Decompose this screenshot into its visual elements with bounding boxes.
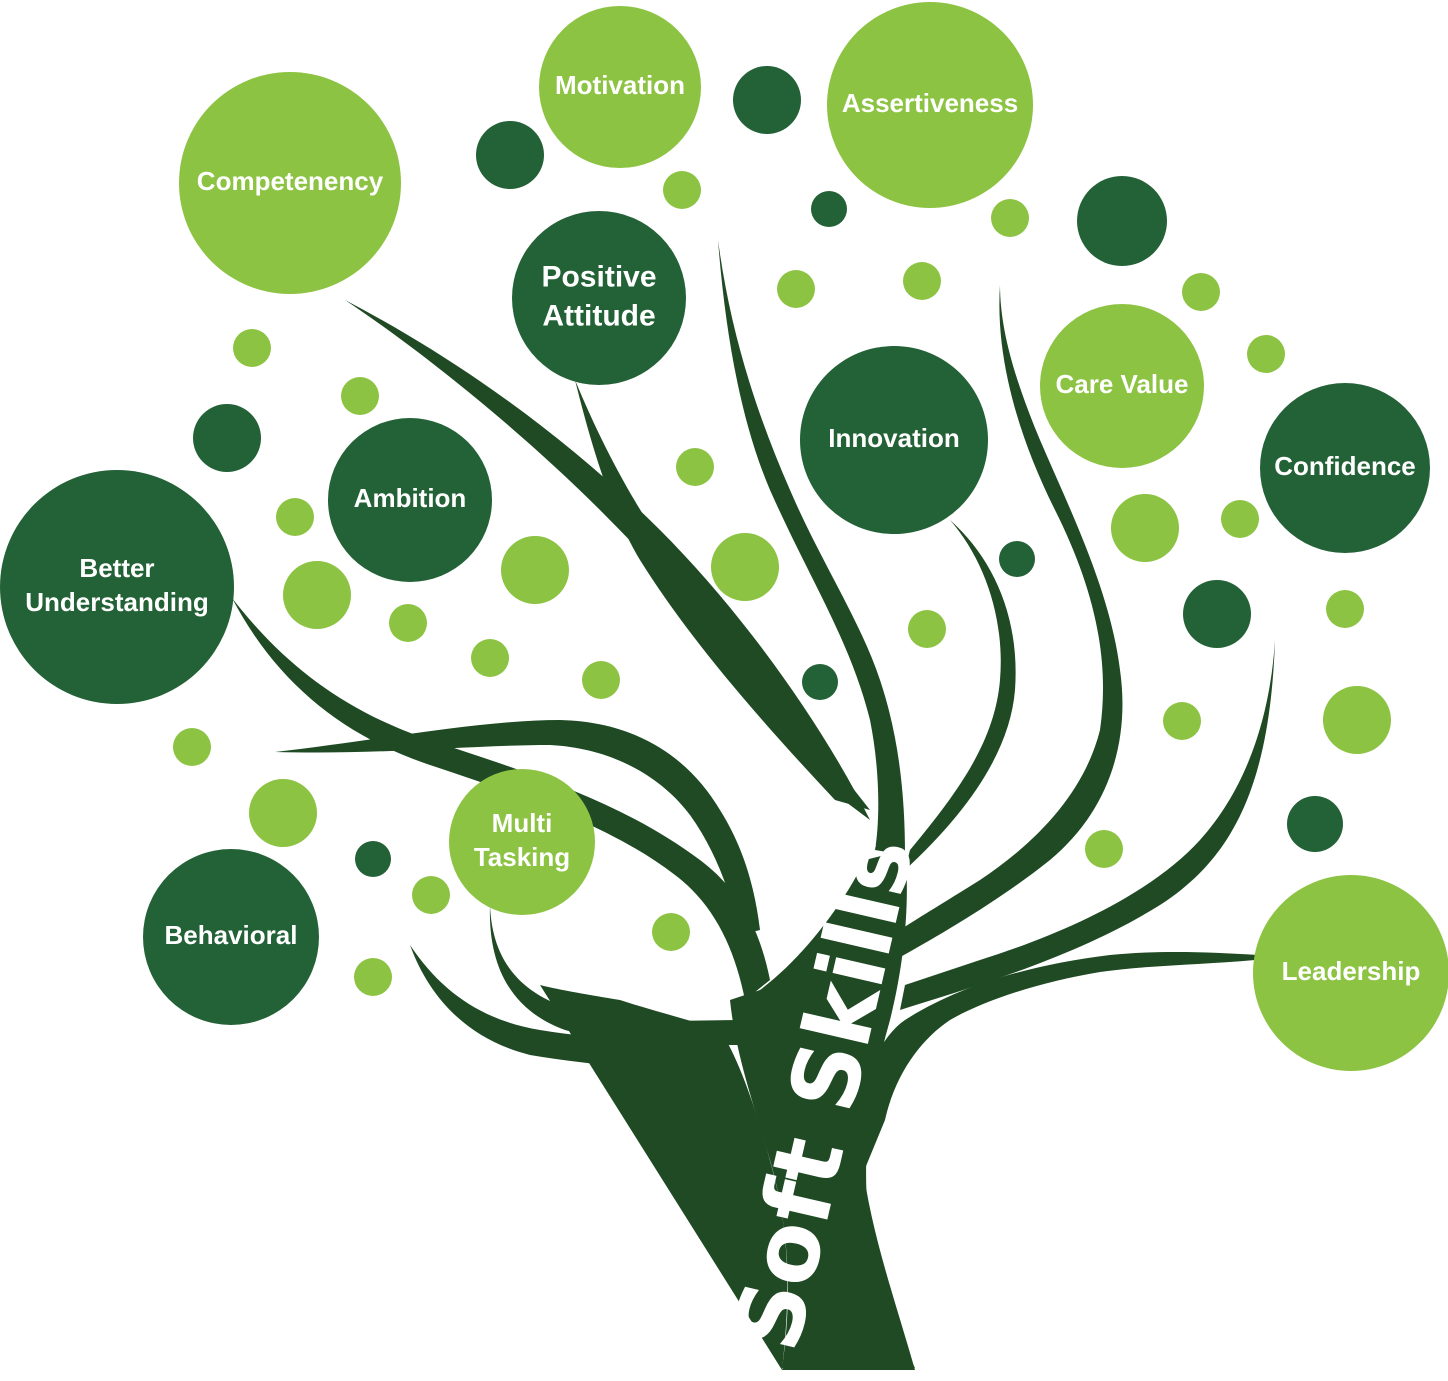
skill-circle bbox=[800, 346, 988, 534]
skill-node-leadership: Leadership bbox=[1253, 875, 1448, 1071]
decorative-dot bbox=[903, 262, 941, 300]
decorative-dot bbox=[991, 199, 1029, 237]
decorative-dot bbox=[999, 541, 1035, 577]
decorative-dot bbox=[1111, 494, 1179, 562]
decorative-dot bbox=[412, 876, 450, 914]
decorative-dot bbox=[354, 958, 392, 996]
decorative-dot bbox=[276, 498, 314, 536]
decorative-dot bbox=[802, 664, 838, 700]
skill-node-ambition: Ambition bbox=[328, 418, 492, 582]
skill-circle bbox=[0, 470, 234, 704]
decorative-dot bbox=[1077, 176, 1167, 266]
skill-label: Ambition bbox=[354, 483, 467, 513]
decorative-dot bbox=[733, 66, 801, 134]
decorative-dot bbox=[1287, 796, 1343, 852]
skill-label: Leadership bbox=[1282, 956, 1421, 986]
decorative-dot bbox=[249, 779, 317, 847]
branch-innovation bbox=[905, 520, 1016, 870]
skill-node-assertiveness: Assertiveness bbox=[827, 2, 1033, 208]
skill-node-innovation: Innovation bbox=[800, 346, 988, 534]
skill-label: Care Value bbox=[1056, 369, 1189, 399]
skill-circle bbox=[827, 2, 1033, 208]
decorative-dot bbox=[476, 121, 544, 189]
decorative-dot bbox=[1326, 590, 1364, 628]
decorative-dot bbox=[193, 404, 261, 472]
skill-circle bbox=[449, 769, 595, 915]
skill-circle bbox=[539, 6, 701, 168]
decorative-dot bbox=[676, 448, 714, 486]
decorative-dot bbox=[233, 329, 271, 367]
skill-node-behavioral: Behavioral bbox=[143, 849, 319, 1025]
decorative-dot bbox=[582, 661, 620, 699]
skill-node-competency: Competenency bbox=[179, 72, 401, 294]
tree-trunk-body bbox=[730, 850, 915, 1368]
decorative-dot bbox=[389, 604, 427, 642]
skill-circle bbox=[512, 211, 686, 385]
skill-node-confidence: Confidence bbox=[1260, 383, 1430, 553]
decorative-dot bbox=[1182, 273, 1220, 311]
skill-label: Competenency bbox=[197, 166, 384, 196]
skill-circle bbox=[143, 849, 319, 1025]
decorative-dot bbox=[1247, 335, 1285, 373]
decorative-dot bbox=[777, 270, 815, 308]
skill-label: Motivation bbox=[555, 70, 685, 100]
skill-circle bbox=[1260, 383, 1430, 553]
branch-multi-tasking bbox=[489, 905, 745, 1045]
decorative-dot bbox=[908, 610, 946, 648]
tree-trunk bbox=[540, 951, 1258, 1370]
branch-top-center bbox=[718, 240, 905, 855]
decorative-dot bbox=[355, 841, 391, 877]
skill-node-motivation: Motivation bbox=[539, 6, 701, 168]
skill-circle bbox=[1253, 875, 1448, 1071]
decorative-dot bbox=[283, 561, 351, 629]
decorative-dot bbox=[341, 377, 379, 415]
skill-node-care-value: Care Value bbox=[1040, 304, 1204, 468]
decorative-dot bbox=[501, 536, 569, 604]
decorative-dot bbox=[1221, 500, 1259, 538]
decorative-dot bbox=[811, 191, 847, 227]
decorative-dot bbox=[471, 639, 509, 677]
branch-right-lower bbox=[900, 640, 1275, 1010]
skill-circle bbox=[328, 418, 492, 582]
decorative-dot bbox=[711, 533, 779, 601]
branch-lower-left bbox=[410, 945, 735, 1080]
decorative-dot bbox=[1085, 830, 1123, 868]
skill-circle bbox=[179, 72, 401, 294]
skill-nodes: Competenency MotivationAssertivenessPosit… bbox=[0, 2, 1448, 1071]
decorative-dot bbox=[1323, 686, 1391, 754]
tree-trunk-and-branches bbox=[232, 240, 1275, 1370]
decorative-dots bbox=[173, 66, 1391, 996]
skill-label: Innovation bbox=[828, 423, 959, 453]
skill-circle bbox=[1040, 304, 1204, 468]
skill-label: Behavioral bbox=[165, 920, 298, 950]
skill-label: Confidence bbox=[1274, 451, 1416, 481]
decorative-dot bbox=[173, 728, 211, 766]
decorative-dot bbox=[652, 913, 690, 951]
decorative-dot bbox=[663, 171, 701, 209]
decorative-dot bbox=[1163, 702, 1201, 740]
decorative-dot bbox=[1183, 580, 1251, 648]
skill-label: Assertiveness bbox=[842, 88, 1018, 118]
